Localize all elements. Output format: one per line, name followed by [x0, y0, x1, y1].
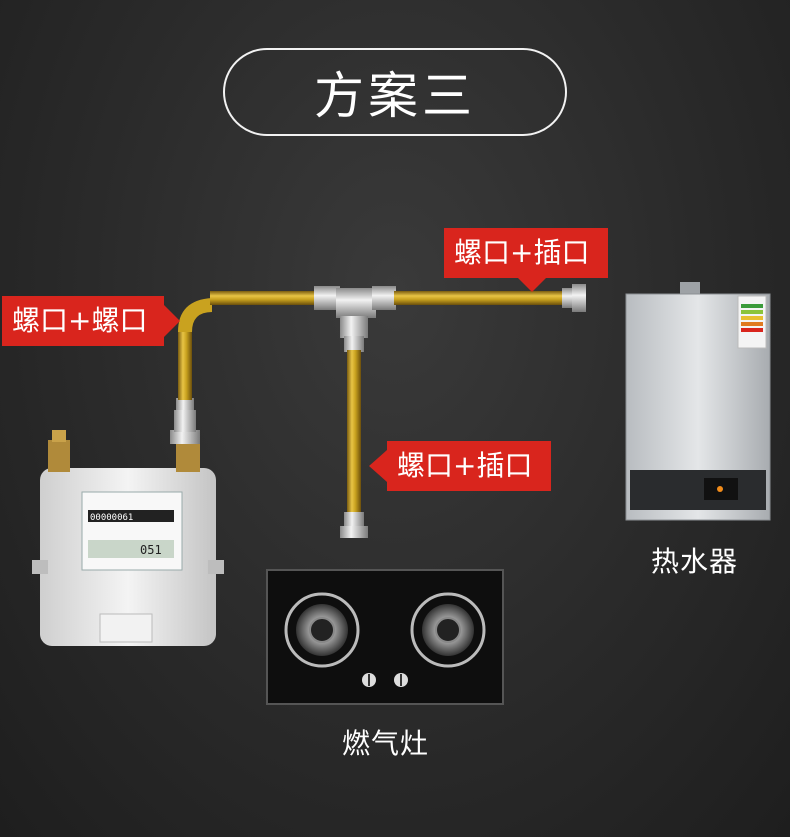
gas-stove-icon — [266, 569, 504, 705]
tag-top-text: 螺口+插口 — [454, 236, 590, 269]
tee-fitting-icon — [314, 286, 396, 352]
meter-counter: 00000061 — [90, 513, 133, 523]
tag-left-text: 螺口+螺口 — [12, 304, 148, 337]
water-heater-label: 热水器 — [651, 545, 739, 578]
meter-lcd: 051 — [140, 543, 162, 557]
gas-hose-stove — [340, 350, 368, 538]
gas-meter-icon: 00000061 051 — [32, 430, 224, 646]
gas-hose-heater — [394, 284, 586, 312]
page-title: 方案三 — [223, 48, 567, 136]
tag-mid-text: 螺口+插口 — [397, 449, 533, 482]
tag-stove-connection: 螺口+插口 — [369, 441, 551, 491]
water-heater-icon — [625, 282, 771, 521]
title-text: 方案三 — [314, 67, 476, 125]
stove-label: 燃气灶 — [342, 727, 430, 760]
tag-heater-connection: 螺口+插口 — [444, 228, 608, 292]
tag-meter-connection: 螺口+螺口 — [2, 296, 180, 346]
gas-hose-main — [170, 291, 316, 444]
